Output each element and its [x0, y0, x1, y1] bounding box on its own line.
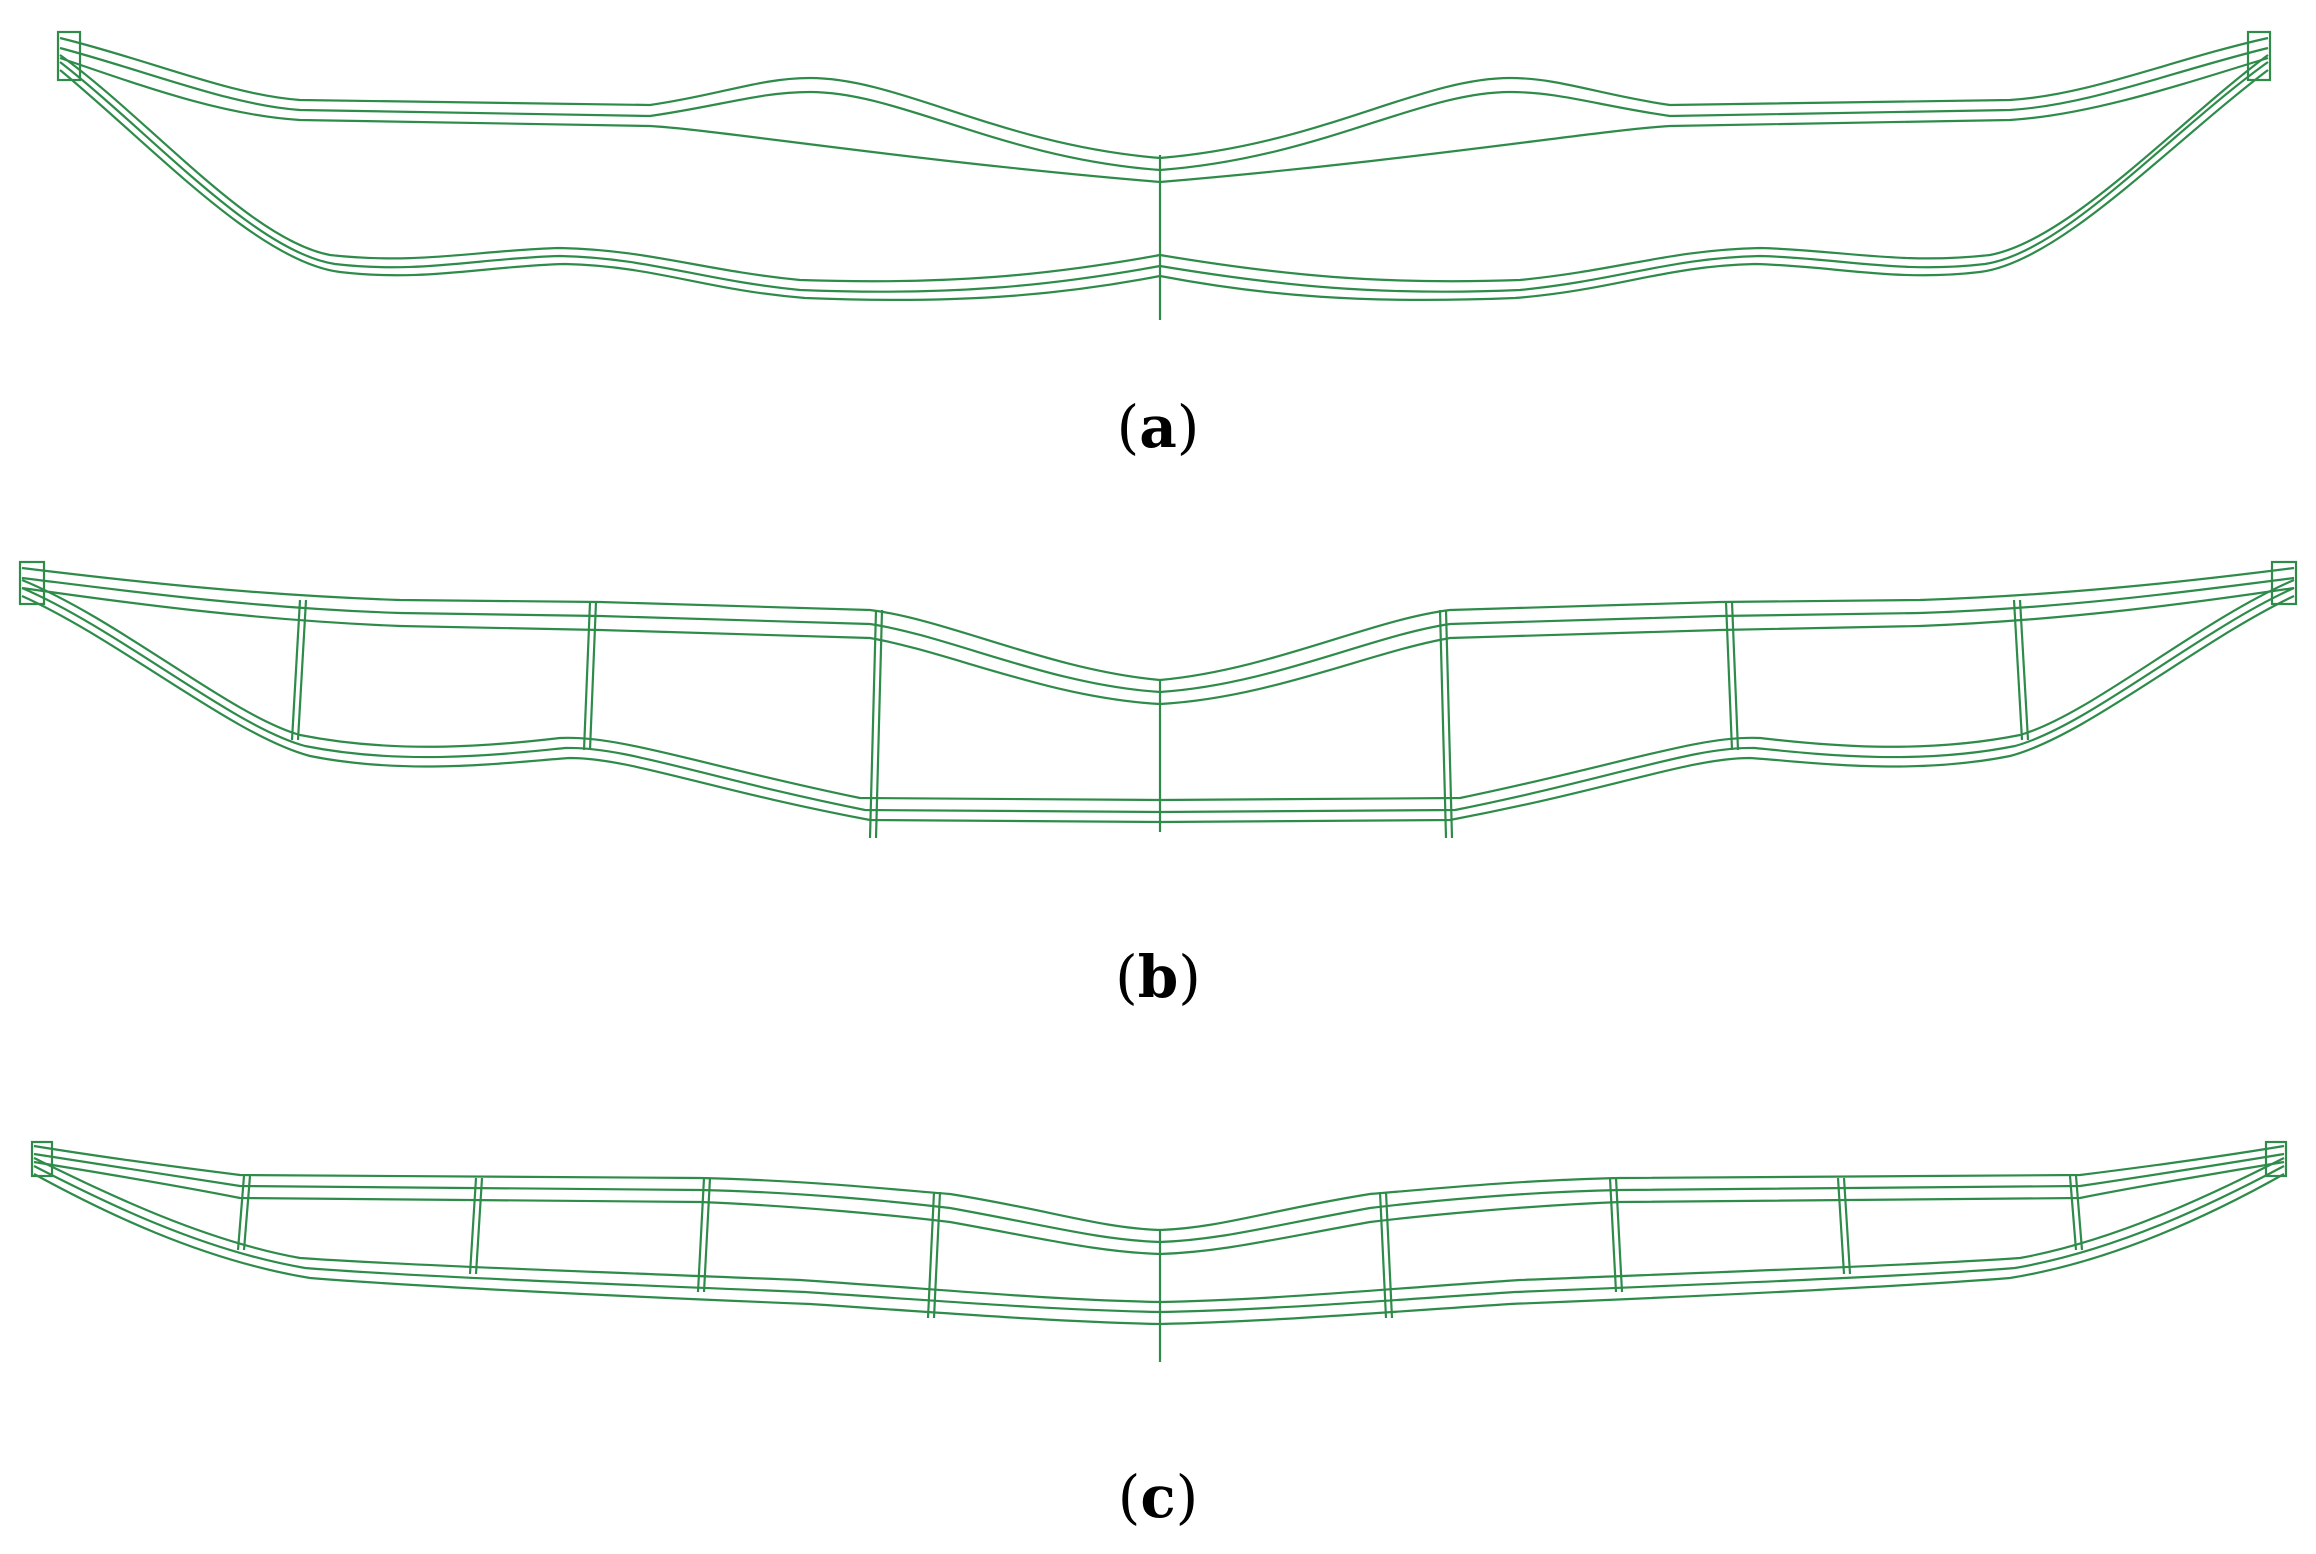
- bottom-chord-line: [21, 586, 2295, 814]
- top-chord-line: [33, 1152, 2285, 1244]
- vertical-member: [2012, 599, 2024, 741]
- right-end-block: [2270, 560, 2298, 606]
- truss-drawing-c: [30, 1140, 2288, 1362]
- vertical-member: [1836, 1177, 1846, 1275]
- right-end-block: [2246, 30, 2272, 82]
- vertical-member: [1724, 601, 1734, 751]
- vertical-member: [296, 599, 308, 741]
- vertical-member: [474, 1177, 484, 1275]
- vertical-member: [242, 1175, 252, 1251]
- bottom-chord-line: [21, 594, 2295, 824]
- vertical-member: [582, 601, 592, 751]
- truss-drawing-a: [56, 30, 2272, 320]
- vertical-member: [588, 601, 598, 751]
- right-end-block: [2264, 1140, 2288, 1178]
- vertical-member: [696, 1177, 706, 1293]
- vertical-member: [1608, 1177, 1618, 1293]
- vertical-member: [932, 1191, 942, 1319]
- vertical-member: [1438, 609, 1448, 839]
- vertical-member: [468, 1177, 478, 1275]
- vertical-member: [1384, 1191, 1394, 1319]
- vertical-member: [236, 1175, 246, 1251]
- bottom-chord-line: [59, 54, 2269, 283]
- top-chord-line: [21, 576, 2295, 694]
- vertical-member: [290, 599, 302, 741]
- vertical-member: [1842, 1177, 1852, 1275]
- vertical-member: [1614, 1177, 1624, 1293]
- vertical-member: [926, 1191, 936, 1319]
- left-end-block: [56, 30, 82, 82]
- vertical-member: [1730, 601, 1740, 751]
- top-chord-line: [59, 56, 2269, 184]
- caption-c: (c): [1117, 1463, 1199, 1531]
- vertical-member: [702, 1177, 712, 1293]
- panel-c: (c): [0, 1130, 2316, 1554]
- top-chord-line: [21, 586, 2295, 706]
- top-chord-line: [59, 46, 2269, 172]
- vertical-member: [2074, 1175, 2084, 1251]
- caption-b: (b): [1115, 943, 1201, 1011]
- vertical-member: [868, 609, 878, 839]
- vertical-member: [874, 609, 884, 839]
- top-chord-line: [59, 36, 2269, 160]
- left-end-block: [30, 1140, 54, 1178]
- vertical-member: [2018, 599, 2030, 741]
- vertical-member: [1444, 609, 1454, 839]
- truss-drawing-b: [18, 560, 2298, 839]
- vertical-member: [1378, 1191, 1388, 1319]
- panel-b: (b): [0, 540, 2316, 1040]
- panel-a: (a): [0, 0, 2316, 470]
- left-end-block: [18, 560, 46, 606]
- bottom-chord-line: [21, 578, 2295, 802]
- bottom-chord-line: [59, 69, 2269, 302]
- vertical-member: [2068, 1175, 2078, 1251]
- caption-a: (a): [1116, 393, 1200, 461]
